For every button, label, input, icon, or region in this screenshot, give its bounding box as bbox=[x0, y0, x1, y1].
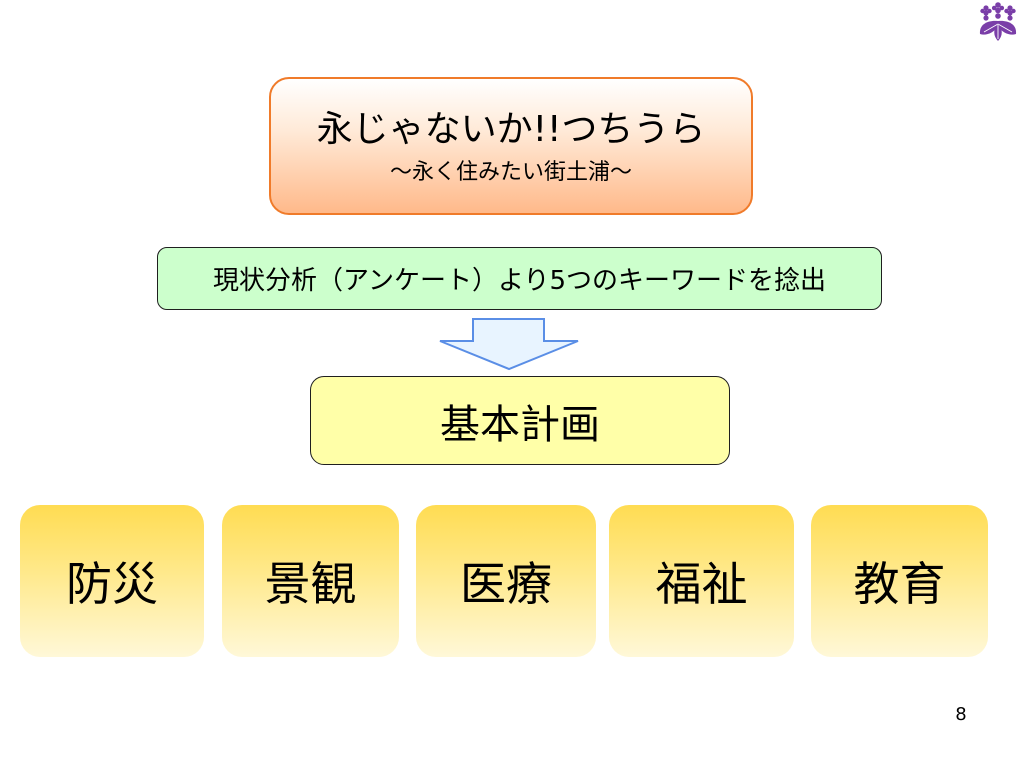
keyword-tile-landscape: 景観 bbox=[222, 505, 399, 657]
slide-subtitle: ～永く住みたい街土浦～ bbox=[389, 160, 632, 185]
keyword-label: 医療 bbox=[460, 557, 552, 611]
keyword-label: 教育 bbox=[853, 557, 946, 611]
down-arrow-icon bbox=[439, 318, 579, 371]
keyword-tile-education: 教育 bbox=[811, 505, 988, 657]
slide-title: 永じゃないか!!つちうら bbox=[316, 109, 706, 150]
summary-text: 現状分析（アンケート）より5つのキーワードを捻出 bbox=[213, 266, 826, 296]
keyword-tile-disaster-prevention: 防災 bbox=[20, 505, 204, 657]
summary-box: 現状分析（アンケート）より5つのキーワードを捻出 bbox=[157, 247, 882, 310]
keyword-label: 景観 bbox=[264, 557, 357, 611]
keyword-label: 福祉 bbox=[655, 557, 748, 611]
keyword-tile-medical: 医療 bbox=[416, 505, 596, 657]
plan-label: 基本計画 bbox=[440, 401, 600, 448]
keyword-tile-welfare: 福祉 bbox=[609, 505, 794, 657]
kiri-crest-icon bbox=[979, 2, 1017, 41]
keyword-label: 防災 bbox=[66, 557, 158, 611]
plan-box: 基本計画 bbox=[310, 376, 730, 465]
title-box: 永じゃないか!!つちうら ～永く住みたい街土浦～ bbox=[269, 77, 753, 215]
page-number: 8 bbox=[955, 704, 967, 725]
